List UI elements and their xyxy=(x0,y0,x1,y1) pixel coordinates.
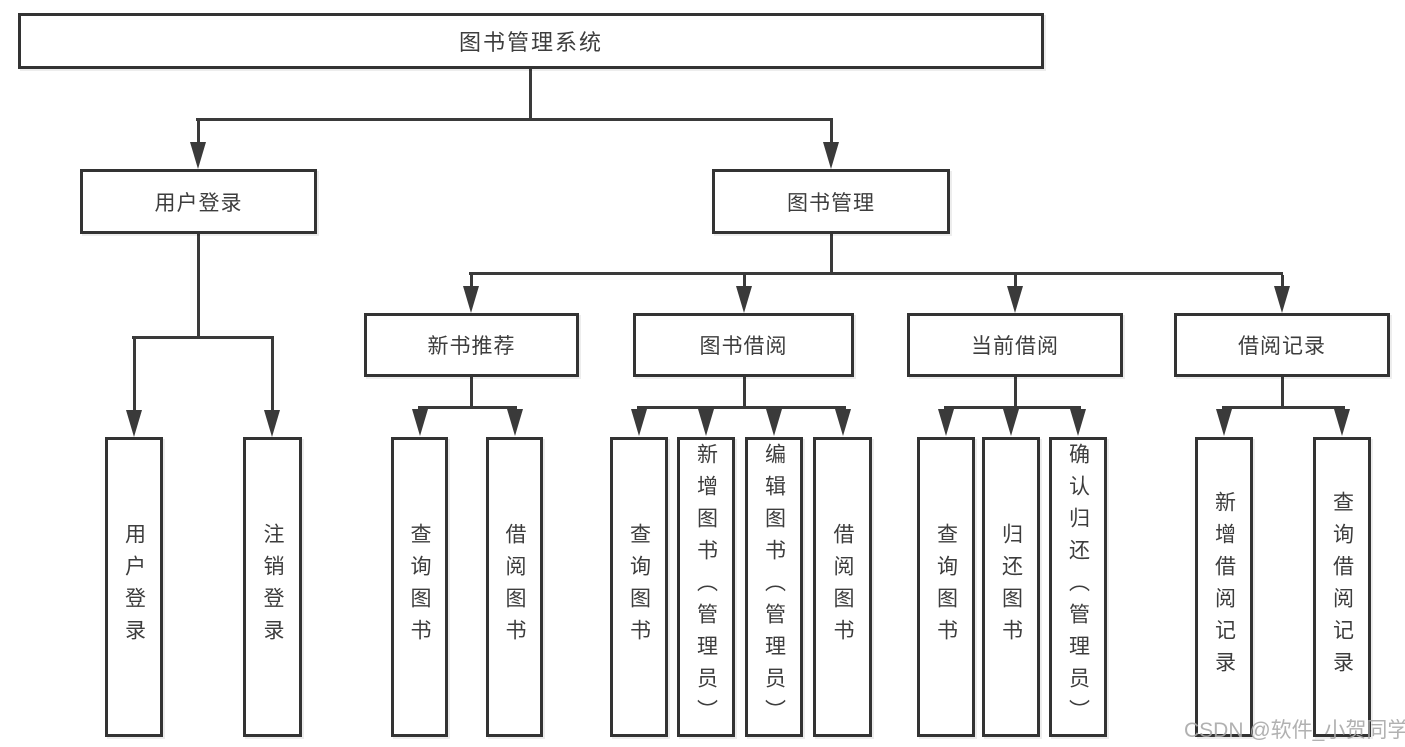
connector-stem-book-management xyxy=(830,118,833,144)
connector-stem-leaf-logout xyxy=(271,339,274,411)
arrow-down-icon xyxy=(766,409,782,436)
connector-stem-borrow-records xyxy=(1281,275,1284,288)
connector-borrow-records-branch xyxy=(1222,406,1345,409)
node-book-borrowing: 图书借阅 xyxy=(633,313,854,377)
arrow-down-icon xyxy=(835,409,851,436)
arrow-down-icon xyxy=(1070,409,1086,436)
arrow-down-icon xyxy=(1003,409,1019,436)
leaf-logout: 注销登录 xyxy=(243,437,302,737)
arrow-down-icon xyxy=(1274,286,1290,313)
arrow-down-icon xyxy=(736,286,752,313)
leaf-query-borrow-record: 查询借阅记录 xyxy=(1313,437,1371,737)
connector-level2-branch xyxy=(196,118,833,121)
node-library-management-system: 图书管理系统 xyxy=(18,13,1044,69)
leaf-user-login: 用户登录 xyxy=(105,437,163,737)
node-book-management: 图书管理 xyxy=(712,169,950,234)
arrow-down-icon xyxy=(412,409,428,436)
connector-user-login-drop xyxy=(197,234,200,339)
arrow-down-icon xyxy=(1216,409,1232,436)
leaf-add-borrow-record: 新增借阅记录 xyxy=(1195,437,1253,737)
node-user-login: 用户登录 xyxy=(80,169,317,234)
node-new-book-recommendation: 新书推荐 xyxy=(364,313,579,377)
connector-new-book-branch xyxy=(418,406,517,409)
arrow-down-icon xyxy=(1334,409,1350,436)
connector-stem-user-login xyxy=(197,118,200,144)
connector-current-borrow-branch xyxy=(944,406,1081,409)
arrow-down-icon xyxy=(631,409,647,436)
arrow-down-icon xyxy=(698,409,714,436)
watermark-text: CSDN @软件_小贺同学 xyxy=(1184,719,1405,742)
leaf-confirm-return-admin: 确认归还（管理员） xyxy=(1049,437,1107,737)
connector-book-borrow-drop xyxy=(743,377,746,408)
connector-new-book-drop xyxy=(470,377,473,408)
connector-user-login-branch xyxy=(132,336,274,339)
connector-stem-leaf-login xyxy=(133,339,136,411)
arrow-down-icon xyxy=(507,409,523,436)
connector-book-borrow-branch xyxy=(637,406,846,409)
arrow-down-icon xyxy=(1007,286,1023,313)
arrow-down-icon xyxy=(264,410,280,437)
leaf-edit-books-admin: 编辑图书（管理员） xyxy=(745,437,803,737)
leaf-borrow-books: 借阅图书 xyxy=(813,437,872,737)
arrow-down-icon xyxy=(823,142,839,169)
connector-stem-new-book xyxy=(470,275,473,288)
connector-stem-book-borrow xyxy=(743,275,746,288)
leaf-query-books-recommend: 查询图书 xyxy=(391,437,448,737)
arrow-down-icon xyxy=(190,142,206,169)
arrow-down-icon xyxy=(938,409,954,436)
leaf-query-books-current: 查询图书 xyxy=(917,437,975,737)
connector-book-management-drop xyxy=(830,234,833,275)
leaf-return-books: 归还图书 xyxy=(982,437,1040,737)
connector-current-borrow-drop xyxy=(1014,377,1017,408)
arrow-down-icon xyxy=(126,410,142,437)
connector-stem-current-borrow xyxy=(1014,275,1017,288)
node-borrowing-records: 借阅记录 xyxy=(1174,313,1390,377)
connector-root-drop xyxy=(529,69,532,118)
arrow-down-icon xyxy=(463,286,479,313)
connector-borrow-records-drop xyxy=(1281,377,1284,408)
leaf-add-books-admin: 新增图书（管理员） xyxy=(677,437,735,737)
leaf-borrow-books-recommend: 借阅图书 xyxy=(486,437,543,737)
connector-level3-branch xyxy=(469,272,1283,275)
leaf-query-books-borrow: 查询图书 xyxy=(610,437,668,737)
node-current-borrowing: 当前借阅 xyxy=(907,313,1123,377)
